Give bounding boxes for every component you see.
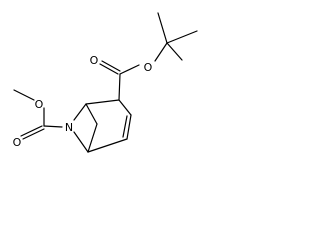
bond-carbonyl-o-ester [119, 64, 140, 75]
atom-label-o-tbu-carbonyl: O [90, 54, 99, 67]
bond-c3-c4-double [122, 115, 128, 138]
bond-carbonyl-double-a [99, 63, 119, 75]
bond-o-quaternary-c [154, 42, 168, 62]
tert-butyl-ester-group [99, 12, 198, 101]
atom-label-n-bridge: N [65, 121, 73, 134]
bond-c3-c4 [126, 114, 132, 140]
bond-top-c2 [85, 99, 120, 105]
methyl-carbamate-group [13, 89, 63, 140]
bond-carbonyl-double-b [101, 60, 121, 72]
bond-quaternary-methyl-right [166, 30, 198, 44]
bond-c4-bottom [87, 138, 128, 153]
molecule-structure: O O N O O [13, 12, 198, 153]
atom-label-o-ester: O [144, 61, 153, 74]
bond-carbonyl-double-b [22, 128, 45, 140]
atom-label-o-methyl-carbonyl: O [13, 136, 22, 149]
bond-n-bridgehead-top [73, 103, 87, 121]
bond-quaternary-methyl-down [166, 42, 183, 61]
bond-methyl-o [13, 89, 35, 101]
bond-n-bridgehead-bottom [73, 131, 89, 153]
bond-top-left-rear [85, 103, 98, 125]
bond-carbonyl-double-a [20, 125, 43, 137]
bond-carbonyl-n [43, 125, 63, 128]
bond-c2-c3 [118, 99, 132, 116]
bond-rear-bottom [87, 123, 98, 153]
bicyclic-core [73, 99, 132, 153]
atom-label-o-methoxy: O [35, 98, 44, 111]
bond-c2-carbonyl [118, 73, 121, 101]
bond-quaternary-methyl-up [157, 12, 168, 44]
